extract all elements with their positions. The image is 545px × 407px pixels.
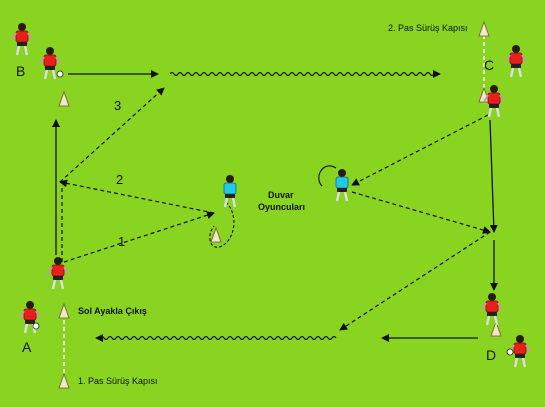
pass-number-1: 1	[118, 234, 125, 249]
curl-run-left	[209, 201, 235, 248]
cone-center	[210, 227, 222, 243]
ball-a	[32, 322, 40, 330]
cone-b	[58, 91, 70, 107]
player-c-1	[504, 43, 528, 79]
cone-gate-2-top	[478, 21, 490, 37]
station-a-label: A	[22, 339, 32, 355]
dribble-line-bottom	[95, 334, 337, 342]
wall-players-label-2: Oyuncuları	[258, 202, 305, 212]
pass-line-wall-to-d	[351, 191, 491, 234]
pass-number-3: 3	[114, 98, 121, 113]
curl-run-right	[318, 165, 337, 187]
ball-b	[56, 70, 64, 78]
station-c-label: C	[484, 57, 494, 73]
station-b-label: B	[16, 63, 25, 79]
pass-line-1	[63, 211, 215, 263]
station-d-label: D	[486, 347, 496, 363]
run-arrow-c-to-d	[489, 119, 498, 233]
cone-gate-1-top	[58, 303, 70, 319]
left-foot-exit-label: Sol Ayakla Çıkış	[78, 306, 147, 316]
pass-line-c-to-wall	[351, 114, 489, 186]
wall-players-label-1: Duvar	[268, 190, 294, 200]
pass-line-2-in	[59, 179, 215, 214]
dribble-line-top	[169, 70, 441, 78]
player-d-1	[480, 291, 504, 327]
wall-player-right	[334, 167, 350, 203]
player-b-1	[10, 21, 34, 57]
gate-2-label: 2. Pas Sürüş Kapısı	[388, 23, 468, 33]
wall-player-left	[222, 173, 238, 209]
ball-d	[506, 348, 514, 356]
gate-1-label: 1. Pas Sürüş Kapısı	[78, 376, 158, 386]
pass-line-d-across	[339, 231, 491, 331]
pass-number-2: 2	[116, 172, 123, 187]
pass-line-3	[59, 87, 165, 183]
cone-gate-1-bottom	[58, 373, 70, 389]
